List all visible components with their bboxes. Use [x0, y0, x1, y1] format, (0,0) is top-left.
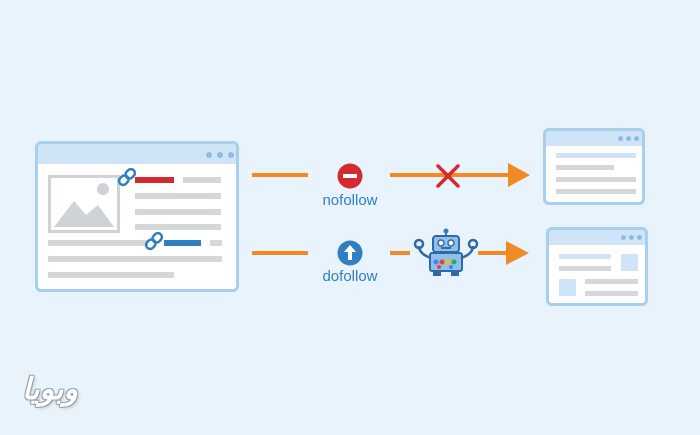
- text-line: [559, 254, 611, 259]
- nofollow-chain-link-icon: [117, 167, 137, 187]
- nofollow-target-page-window: [543, 128, 645, 205]
- minus-circle-icon: [337, 163, 363, 189]
- arrow-up-circle-icon: [337, 240, 363, 266]
- window-title-bar: [549, 230, 645, 245]
- text-line: [556, 177, 636, 182]
- image-block: [559, 279, 576, 296]
- window-dot: [206, 152, 212, 158]
- source-page-window: [35, 141, 239, 292]
- text-line: [585, 279, 638, 284]
- text-line: [559, 266, 611, 271]
- image-placeholder-icon: [48, 175, 120, 233]
- dofollow-link-line: [164, 240, 201, 246]
- window-dot: [637, 235, 642, 240]
- text-line: [183, 177, 221, 183]
- text-line: [556, 153, 636, 158]
- window-title-bar: [38, 144, 236, 164]
- dofollow-chain-link-icon: [144, 231, 164, 251]
- window-title-bar: [546, 131, 642, 146]
- window-dot: [626, 136, 631, 141]
- text-line: [135, 209, 221, 215]
- nofollow-arrow-head: [508, 163, 530, 187]
- nofollow-link-line: [135, 177, 174, 183]
- window-dot: [217, 152, 223, 158]
- window-dot: [634, 136, 639, 141]
- googlebot-robot-icon: [413, 228, 479, 276]
- watermark-logo: وبویا: [22, 372, 78, 407]
- image-block: [621, 254, 638, 271]
- text-line: [556, 165, 614, 170]
- window-dot: [629, 235, 634, 240]
- text-line: [135, 193, 221, 199]
- dofollow-target-page-window: [546, 227, 648, 306]
- text-line: [585, 291, 638, 296]
- text-line: [210, 240, 222, 246]
- nofollow-label: nofollow: [322, 192, 378, 209]
- text-line: [48, 256, 222, 262]
- window-dot: [621, 235, 626, 240]
- dofollow-label: dofollow: [322, 268, 378, 285]
- text-line: [48, 240, 148, 246]
- window-dot: [228, 152, 234, 158]
- text-line: [48, 272, 174, 278]
- window-dot: [618, 136, 623, 141]
- text-line: [556, 189, 636, 194]
- text-line: [135, 224, 221, 230]
- dofollow-arrow-head: [506, 241, 529, 265]
- x-mark-icon: [436, 164, 460, 188]
